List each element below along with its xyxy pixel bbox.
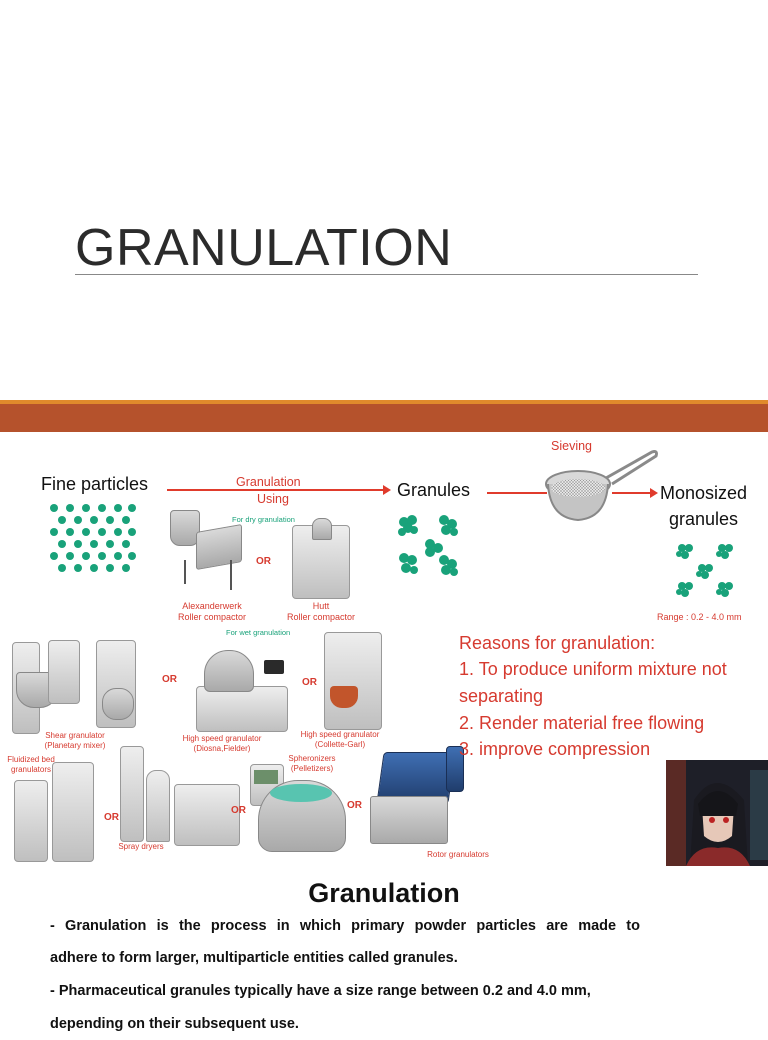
range-label: Range : 0.2 - 4.0 mm [657,612,742,622]
reasons-heading: Reasons for granulation: [459,633,656,653]
machine-name: Hutt [312,601,330,611]
spray-dryers-label: Spray dryers [118,842,164,851]
diosna-bowl [204,650,254,692]
or-label: OR [302,677,317,688]
machine-name: High speed granulator [300,730,380,739]
anime-avatar-image [666,760,768,866]
machine-name: Spheronizers [288,754,336,763]
alexanderwerk-leg [230,560,232,590]
alexanderwerk-label: Alexanderwerk Roller compactor [170,601,254,623]
spheronizer-bowl [270,784,332,802]
sieve-icon [545,450,658,522]
spray-dryer-tower [120,746,144,842]
slide-band [0,404,768,432]
spheronizers-label: Spheronizers (Pelletizers) [278,754,346,774]
slide-title: GRANULATION [75,219,453,277]
machine-name: Shear granulator [45,731,105,740]
monosized-clusters [676,544,733,597]
machine-name: Fluidized bed [7,755,55,764]
flow-arrow-1 [167,489,383,491]
rotor-granulator-chute [446,746,464,792]
reason-item: 3. improve compression [459,739,651,759]
diosna-label: High speed granulator (Diosna,Fielder) [170,734,274,754]
machine-name: Alexanderwerk [182,601,242,611]
monosized-line1: Monosized [660,483,748,503]
collette-label: High speed granulator (Collette-Garl) [292,730,388,750]
or-label: OR [256,556,271,567]
fine-particles-label: Fine particles [41,474,149,494]
paragraph-2-line-2: depending on their subsequent use. [50,1016,299,1032]
fluidized-bed-label: Fluidized bed granulators [0,755,62,775]
flow-arrow-3 [612,492,650,494]
granulation-using-line1: Granulation [236,475,301,489]
spray-dryer-unit [174,784,240,846]
granules-clusters [398,515,458,576]
title-divider [75,274,698,275]
diosna-screen [264,660,284,674]
band-highlight [0,400,768,404]
collette-granulator [324,632,382,730]
machine-type: (Planetary mixer) [44,741,106,750]
planetary-mixer-2-bowl [102,688,134,720]
machine-type: (Collette-Garl) [314,740,366,749]
monosized-line2: granules [669,509,739,529]
fluidized-bed-1 [14,780,48,862]
or-label: OR [162,674,177,685]
alexanderwerk-hopper [170,510,200,546]
or-label: OR [347,800,362,811]
paragraph-1-line-1: - Granulation is the process in which pr… [50,918,640,934]
rotor-granulators-label: Rotor granulators [427,850,489,859]
granules-label: Granules [397,480,471,500]
reason-item: 2. Render material free flowing [459,713,705,733]
alexanderwerk-leg [184,560,186,584]
fine-particles-dots [50,504,136,572]
spheronizer-display [254,770,278,784]
spray-dryer-cyclone [146,770,170,842]
flow-arrow-2 [487,492,547,494]
reason-item: separating [459,686,544,706]
machine-type: Roller compactor [177,612,247,622]
or-label: OR [231,805,246,816]
machine-type: Roller compactor [286,612,356,622]
shear-granulator-label: Shear granulator (Planetary mixer) [30,731,120,751]
machine-name: High speed granulator [182,734,262,743]
machine-type: (Diosna,Fielder) [193,744,251,753]
paragraph-2-line-1: - Pharmaceutical granules typically have… [50,983,591,999]
machine-type: granulators [10,765,52,774]
reason-item: 1. To produce uniform mixture not [459,659,727,679]
flow-arrowhead-3 [650,488,658,498]
sieving-label: Sieving [551,439,592,453]
granulation-using-line2: Using [257,492,289,506]
alexanderwerk-body [196,523,242,571]
diosna-body [196,686,288,732]
rotor-granulator-body [370,796,448,844]
flow-arrowhead-1 [383,485,391,495]
hutt-hopper [312,518,332,540]
wet-granulation-label: For wet granulation [226,628,291,637]
section-heading: Granulation [308,878,460,908]
hutt-label: Hutt Roller compactor [280,601,362,623]
dry-granulation-label: For dry granulation [232,515,295,524]
or-label: OR [104,812,119,823]
planetary-mixer-head [48,640,80,704]
fluidized-bed-2 [52,762,94,862]
paragraph-1-line-2: adhere to form larger, multiparticle ent… [50,950,458,966]
machine-type: (Pelletizers) [290,764,334,773]
collette-bowl [330,686,358,708]
